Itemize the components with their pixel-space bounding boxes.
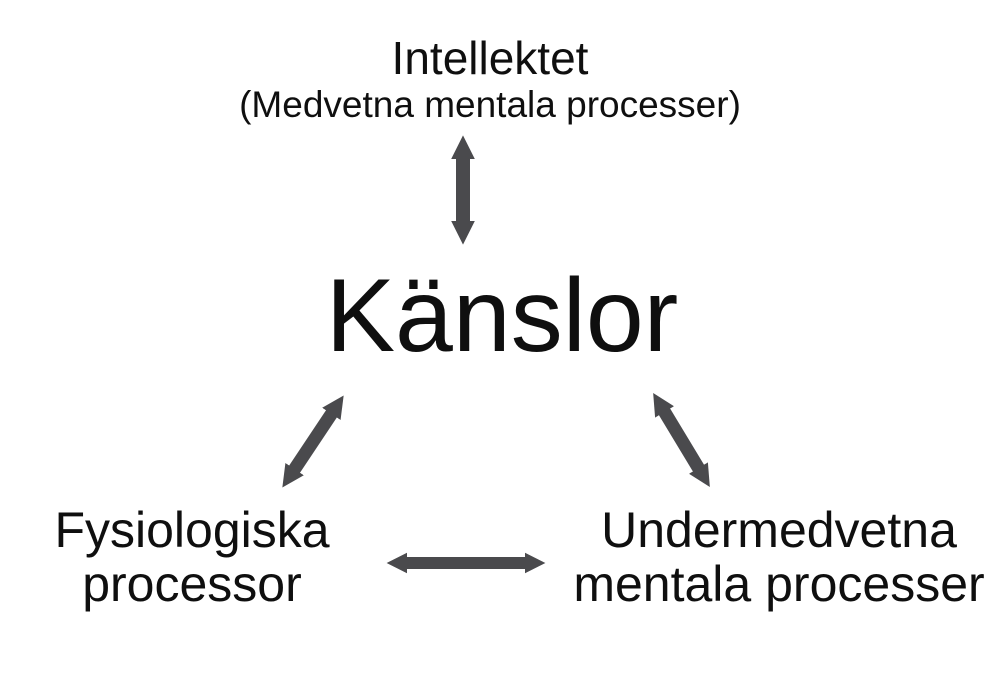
node-fysiologiska: Fysiologiska processor	[54, 502, 330, 612]
node-undermedvetna-line2: mentala processer	[573, 555, 985, 612]
node-intellektet-sublabel: (Medvetna mentala processer)	[239, 83, 741, 125]
node-undermedvetna-line1: Undermedvetna	[601, 502, 957, 558]
node-fysiologiska-line2: processor	[82, 555, 302, 612]
node-fysiologiska-line1: Fysiologiska	[54, 502, 330, 558]
arrow-kanslor-undermedvetna-icon	[653, 393, 710, 487]
node-kanslor: Känslor	[325, 258, 679, 374]
node-undermedvetna: Undermedvetna mentala processer	[573, 502, 985, 612]
node-intellektet-label: Intellektet	[391, 32, 589, 84]
node-intellektet: Intellektet (Medvetna mentala processer)	[239, 32, 741, 126]
arrow-kanslor-fysiologiska-icon	[282, 395, 344, 488]
